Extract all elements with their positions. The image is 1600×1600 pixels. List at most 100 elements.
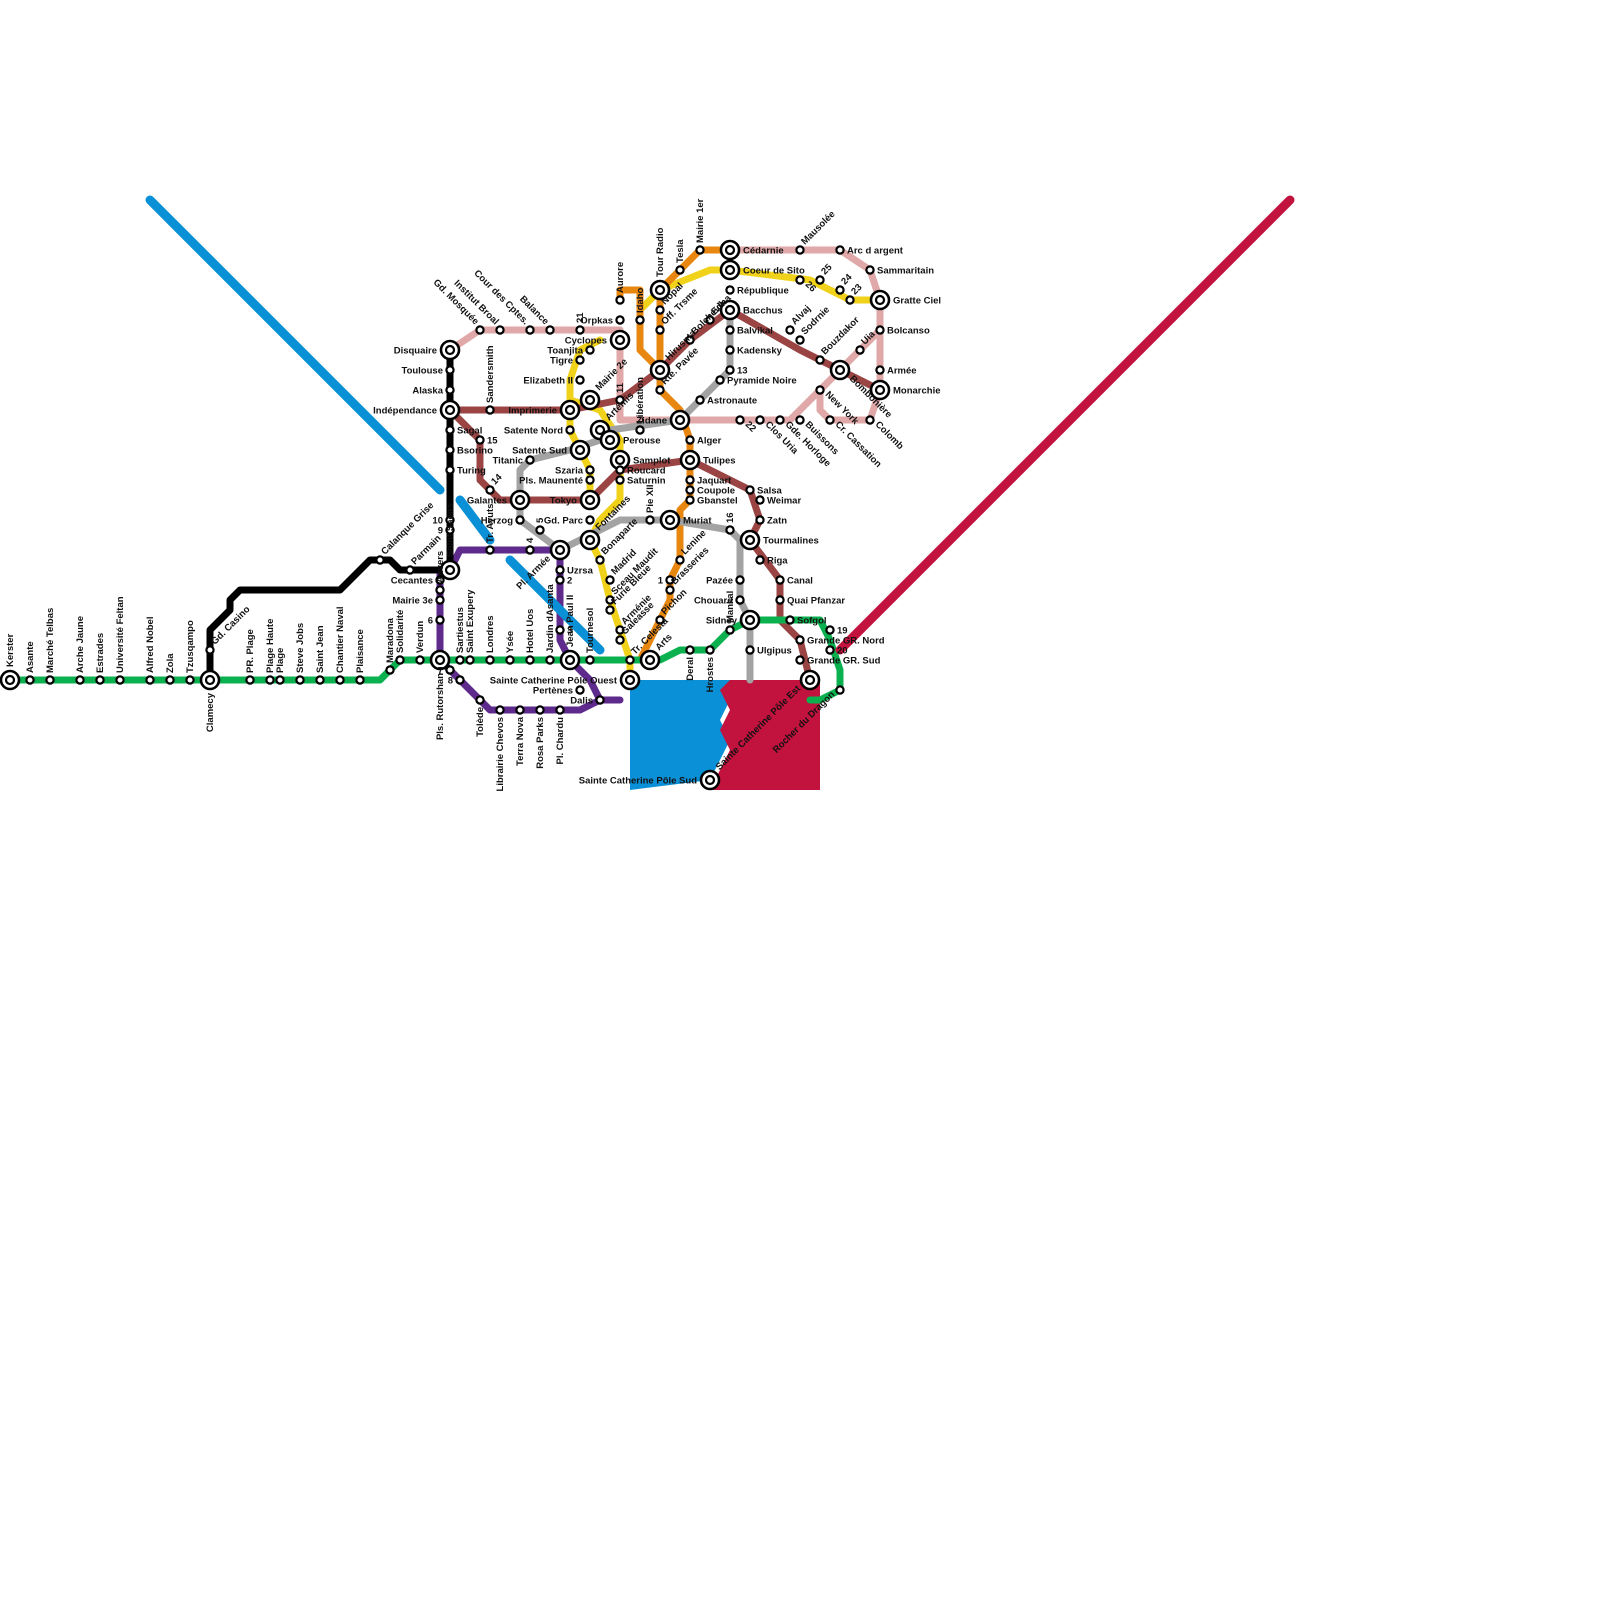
station-sceau-maudit-marker[interactable]: [605, 595, 615, 605]
station-gd-casino-marker[interactable]: [205, 645, 215, 655]
station-arc-d-argent-marker[interactable]: [835, 245, 845, 255]
station-asante-marker[interactable]: [25, 675, 35, 685]
station-19-marker[interactable]: [825, 625, 835, 635]
station-steve-jobs-marker[interactable]: [295, 675, 305, 685]
station-estrades-marker[interactable]: [95, 675, 105, 685]
station-calanque-grise-marker[interactable]: [375, 555, 385, 565]
station-7-marker[interactable]: [445, 665, 455, 675]
station-grande-gr-sud-marker[interactable]: [795, 655, 805, 665]
station-sofgol-marker[interactable]: [785, 615, 795, 625]
station-rocher-du-dragon-marker[interactable]: [835, 685, 845, 695]
station-szaria-marker[interactable]: [585, 465, 595, 475]
station-saint-jean-marker[interactable]: [315, 675, 325, 685]
station-madrid-marker[interactable]: [605, 575, 615, 585]
station-canal-marker[interactable]: [775, 575, 785, 585]
station-1-marker[interactable]: [665, 575, 675, 585]
station-quai-pfanzar-marker[interactable]: [775, 595, 785, 605]
station-balvikal-marker[interactable]: [725, 325, 735, 335]
station-herzog-marker[interactable]: [515, 515, 525, 525]
station-tigre-marker[interactable]: [575, 355, 585, 365]
station-parmain-marker[interactable]: [405, 565, 415, 575]
station-chantier-naval-marker[interactable]: [335, 675, 345, 685]
station-pazee-marker[interactable]: [735, 575, 745, 585]
station-pls-maunente-marker[interactable]: [585, 475, 595, 485]
station-bonaparte-marker[interactable]: [595, 555, 605, 565]
station-astronaute-marker[interactable]: [695, 395, 705, 405]
station-alaska-marker[interactable]: [445, 385, 455, 395]
station-librairie-chevos-marker[interactable]: [495, 705, 505, 715]
station-sagal-marker[interactable]: [445, 425, 455, 435]
station-roucard-marker[interactable]: [615, 465, 625, 475]
station-pr-plage-marker[interactable]: [245, 675, 255, 685]
station-tr-ayuts-marker[interactable]: [485, 545, 495, 555]
station-new-york-marker[interactable]: [815, 385, 825, 395]
station-sodrnie-marker[interactable]: [795, 335, 805, 345]
station-14-marker[interactable]: [485, 485, 495, 495]
station-pie-xii-marker[interactable]: [645, 515, 655, 525]
station-buissons-marker[interactable]: [795, 415, 805, 425]
station-saint-exupery-marker[interactable]: [465, 655, 475, 665]
station-maradona-marker[interactable]: [385, 665, 395, 675]
station-ysee-marker[interactable]: [505, 655, 515, 665]
station-salsa-marker[interactable]: [745, 485, 755, 495]
station-15-marker[interactable]: [475, 435, 485, 445]
station-gd-parc-marker[interactable]: [585, 515, 595, 525]
station-jaquart-marker[interactable]: [685, 475, 695, 485]
station-jardin-dasanta-marker[interactable]: [545, 655, 555, 665]
station-tournesol-marker[interactable]: [585, 655, 595, 665]
station-titanic-marker[interactable]: [525, 455, 535, 465]
station-pichon-marker[interactable]: [655, 615, 665, 625]
station-24-marker[interactable]: [835, 285, 845, 295]
station-pyramide-noire-marker[interactable]: [715, 375, 725, 385]
station-rosa-parks-marker[interactable]: [535, 705, 545, 715]
station-9-marker[interactable]: [445, 525, 455, 535]
station-alfred-nobel-marker[interactable]: [145, 675, 155, 685]
station-11-marker[interactable]: [615, 395, 625, 405]
station-sammaritain-marker[interactable]: [865, 265, 875, 275]
station-edna-marker[interactable]: [705, 315, 715, 325]
station-grande-gr-nord-marker[interactable]: [795, 635, 805, 645]
station-orpkas-marker[interactable]: [615, 315, 625, 325]
station-institut-broal-marker[interactable]: [495, 325, 505, 335]
station-bolcanso-marker[interactable]: [875, 325, 885, 335]
station-20-marker[interactable]: [825, 645, 835, 655]
station-chouard-marker[interactable]: [735, 595, 745, 605]
station-liberation-marker[interactable]: [635, 425, 645, 435]
station-marche-telbas-marker[interactable]: [45, 675, 55, 685]
station-balance-marker[interactable]: [545, 325, 555, 335]
station-toulouse-marker[interactable]: [445, 365, 455, 375]
station-tolede-marker[interactable]: [475, 695, 485, 705]
station-uzrsa-marker[interactable]: [555, 565, 565, 575]
station-bouzdakor-marker[interactable]: [815, 355, 825, 365]
station-colomb-marker[interactable]: [865, 415, 875, 425]
station-londres-marker[interactable]: [485, 655, 495, 665]
station-23-marker[interactable]: [845, 295, 855, 305]
station-galeasse-marker[interactable]: [615, 635, 625, 645]
station-cecantes-marker[interactable]: [435, 575, 445, 585]
station-brasseries-marker[interactable]: [665, 585, 675, 595]
station-furie-bleue-marker[interactable]: [605, 605, 615, 615]
station-sartiestus-marker[interactable]: [455, 655, 465, 665]
station-hotel-uos-marker[interactable]: [525, 655, 535, 665]
station-aurore-marker[interactable]: [615, 295, 625, 305]
station-terra-nova-marker[interactable]: [515, 705, 525, 715]
station-hrostes-marker[interactable]: [705, 645, 715, 655]
station-22-marker[interactable]: [735, 415, 745, 425]
station-zola-marker[interactable]: [165, 675, 175, 685]
station-mairie-3e-marker[interactable]: [435, 595, 445, 605]
station-21-marker[interactable]: [575, 325, 585, 335]
station-plage-haute-marker[interactable]: [265, 675, 275, 685]
station-4-marker[interactable]: [525, 545, 535, 555]
station-plaisance-marker[interactable]: [355, 675, 365, 685]
station-dalis-marker[interactable]: [595, 695, 605, 705]
station-25-marker[interactable]: [815, 275, 825, 285]
station-mankal-marker[interactable]: [725, 625, 735, 635]
station-clos-uria-marker[interactable]: [755, 415, 765, 425]
station-lenine-marker[interactable]: [675, 555, 685, 565]
station-uia-marker[interactable]: [855, 345, 865, 355]
station-rte-pavee-marker[interactable]: [655, 385, 665, 395]
station-anvers-marker[interactable]: [435, 585, 445, 595]
station-weimar-marker[interactable]: [755, 495, 765, 505]
station-satente-nord-marker[interactable]: [565, 425, 575, 435]
station-gbanstel-marker[interactable]: [685, 495, 695, 505]
